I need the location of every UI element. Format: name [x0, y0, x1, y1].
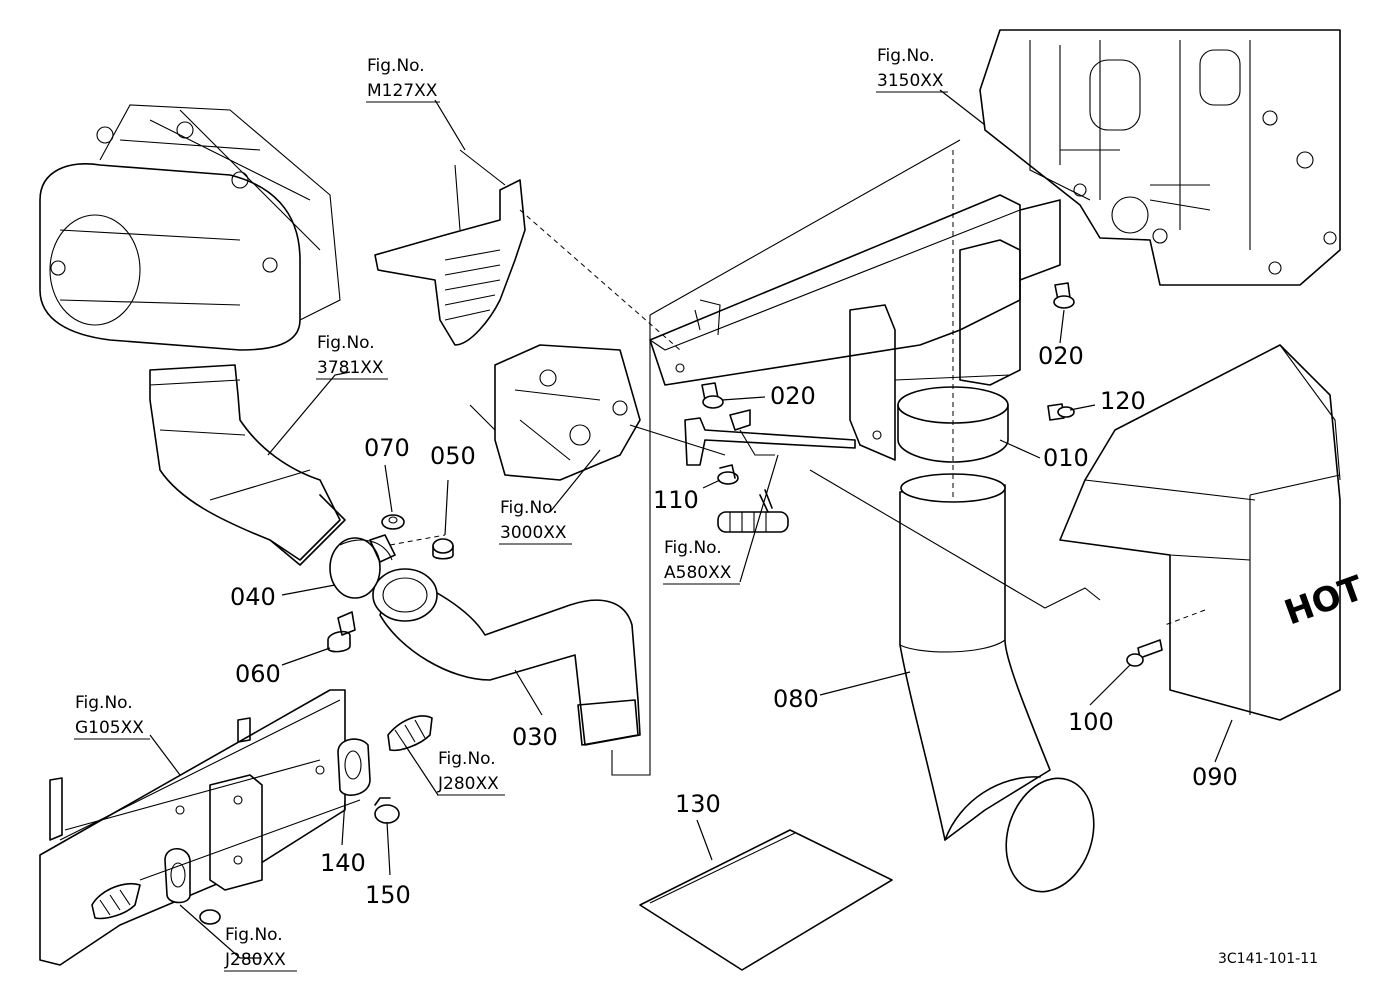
muffler-bracket-010-drawing — [649, 194, 1061, 463]
spring-upper-drawing — [387, 715, 433, 752]
fig-code: A580XX — [664, 563, 732, 583]
grommet-lower-drawing — [164, 847, 191, 904]
tail-pipe-080-drawing — [899, 473, 1095, 893]
hose-fitting-a580-drawing — [717, 489, 789, 533]
frame-bracket-g105-drawing — [39, 689, 346, 966]
fig-label: Fig.No. — [438, 749, 496, 769]
fig-ref-a580xx: Fig.No. A580XX — [663, 538, 740, 585]
assembly-axes — [64, 139, 1206, 881]
fig-label: Fig.No. — [877, 46, 935, 66]
engine-housing-3000-drawing — [469, 344, 641, 481]
fig-code: J280XX — [437, 774, 499, 794]
exhaust-pipe-030-drawing — [372, 568, 641, 746]
part-number-060: 060 — [235, 660, 281, 688]
fig-ref-g105xx: Fig.No. G105XX — [74, 693, 150, 740]
fig-ref-3000xx: Fig.No. 3000XX — [499, 498, 572, 545]
fig-label: Fig.No. — [75, 693, 133, 713]
fig-label: Fig.No. — [367, 56, 425, 76]
part-number-140: 140 — [320, 849, 366, 877]
fig-ref-j280xx-lower: Fig.No. J280XX — [224, 925, 297, 972]
part-number-100: 100 — [1068, 708, 1114, 736]
fig-ref-3150xx: Fig.No. 3150XX — [876, 46, 948, 93]
spring-lower-drawing — [91, 883, 221, 925]
fig-code: J280XX — [224, 950, 286, 970]
drawing-code: 3C141-101-11 — [1218, 951, 1318, 967]
nut-070-drawing — [381, 514, 405, 530]
part-number-080: 080 — [773, 685, 819, 713]
fig-code: 3781XX — [317, 358, 384, 378]
fig-ref-3781xx: Fig.No. 3781XX — [316, 333, 388, 380]
part-number-110: 110 — [653, 486, 699, 514]
fig-code: 3150XX — [877, 71, 944, 91]
stay-bracket-drawing — [684, 409, 856, 466]
leader-lines — [149, 89, 1233, 959]
pin-150-drawing — [374, 797, 400, 824]
part-number-020-upper: 020 — [1038, 342, 1084, 370]
bolt-120-drawing — [1047, 403, 1075, 421]
bolt-020-lower-drawing — [701, 382, 724, 409]
heat-cover-090-drawing — [1059, 344, 1341, 721]
bracket-m127-drawing — [374, 149, 526, 346]
nut-050-drawing — [432, 538, 454, 560]
bolt-110-drawing — [717, 464, 739, 485]
part-number-070: 070 — [364, 434, 410, 462]
air-cleaner-assembly-drawing — [39, 104, 346, 566]
bolt-100-drawing — [1126, 639, 1163, 667]
part-number-030: 030 — [512, 723, 558, 751]
fig-label: Fig.No. — [317, 333, 375, 353]
part-number-150: 150 — [365, 881, 411, 909]
engine-block-drawing — [979, 29, 1341, 286]
part-number-020-lower: 020 — [770, 382, 816, 410]
sheet-130-drawing — [639, 829, 893, 971]
fig-ref-m127xx: Fig.No. M127XX — [366, 56, 440, 103]
part-number-130: 130 — [675, 790, 721, 818]
part-number-010: 010 — [1043, 444, 1089, 472]
fig-code: G105XX — [75, 718, 144, 738]
fig-label: Fig.No. — [664, 538, 722, 558]
part-number-120: 120 — [1100, 387, 1146, 415]
fig-code: 3000XX — [500, 523, 567, 543]
bolt-060-drawing — [327, 611, 356, 653]
fig-label: Fig.No. — [225, 925, 283, 945]
part-number-040: 040 — [230, 583, 276, 611]
grommet-140-drawing — [337, 738, 371, 796]
clamp-040-drawing — [329, 534, 396, 599]
fig-ref-j280xx-upper: Fig.No. J280XX — [437, 749, 505, 796]
fig-label: Fig.No. — [500, 498, 558, 518]
fig-code: M127XX — [367, 81, 438, 101]
part-number-090: 090 — [1192, 763, 1238, 791]
part-number-050: 050 — [430, 442, 476, 470]
bolt-020-upper-drawing — [1053, 282, 1075, 309]
